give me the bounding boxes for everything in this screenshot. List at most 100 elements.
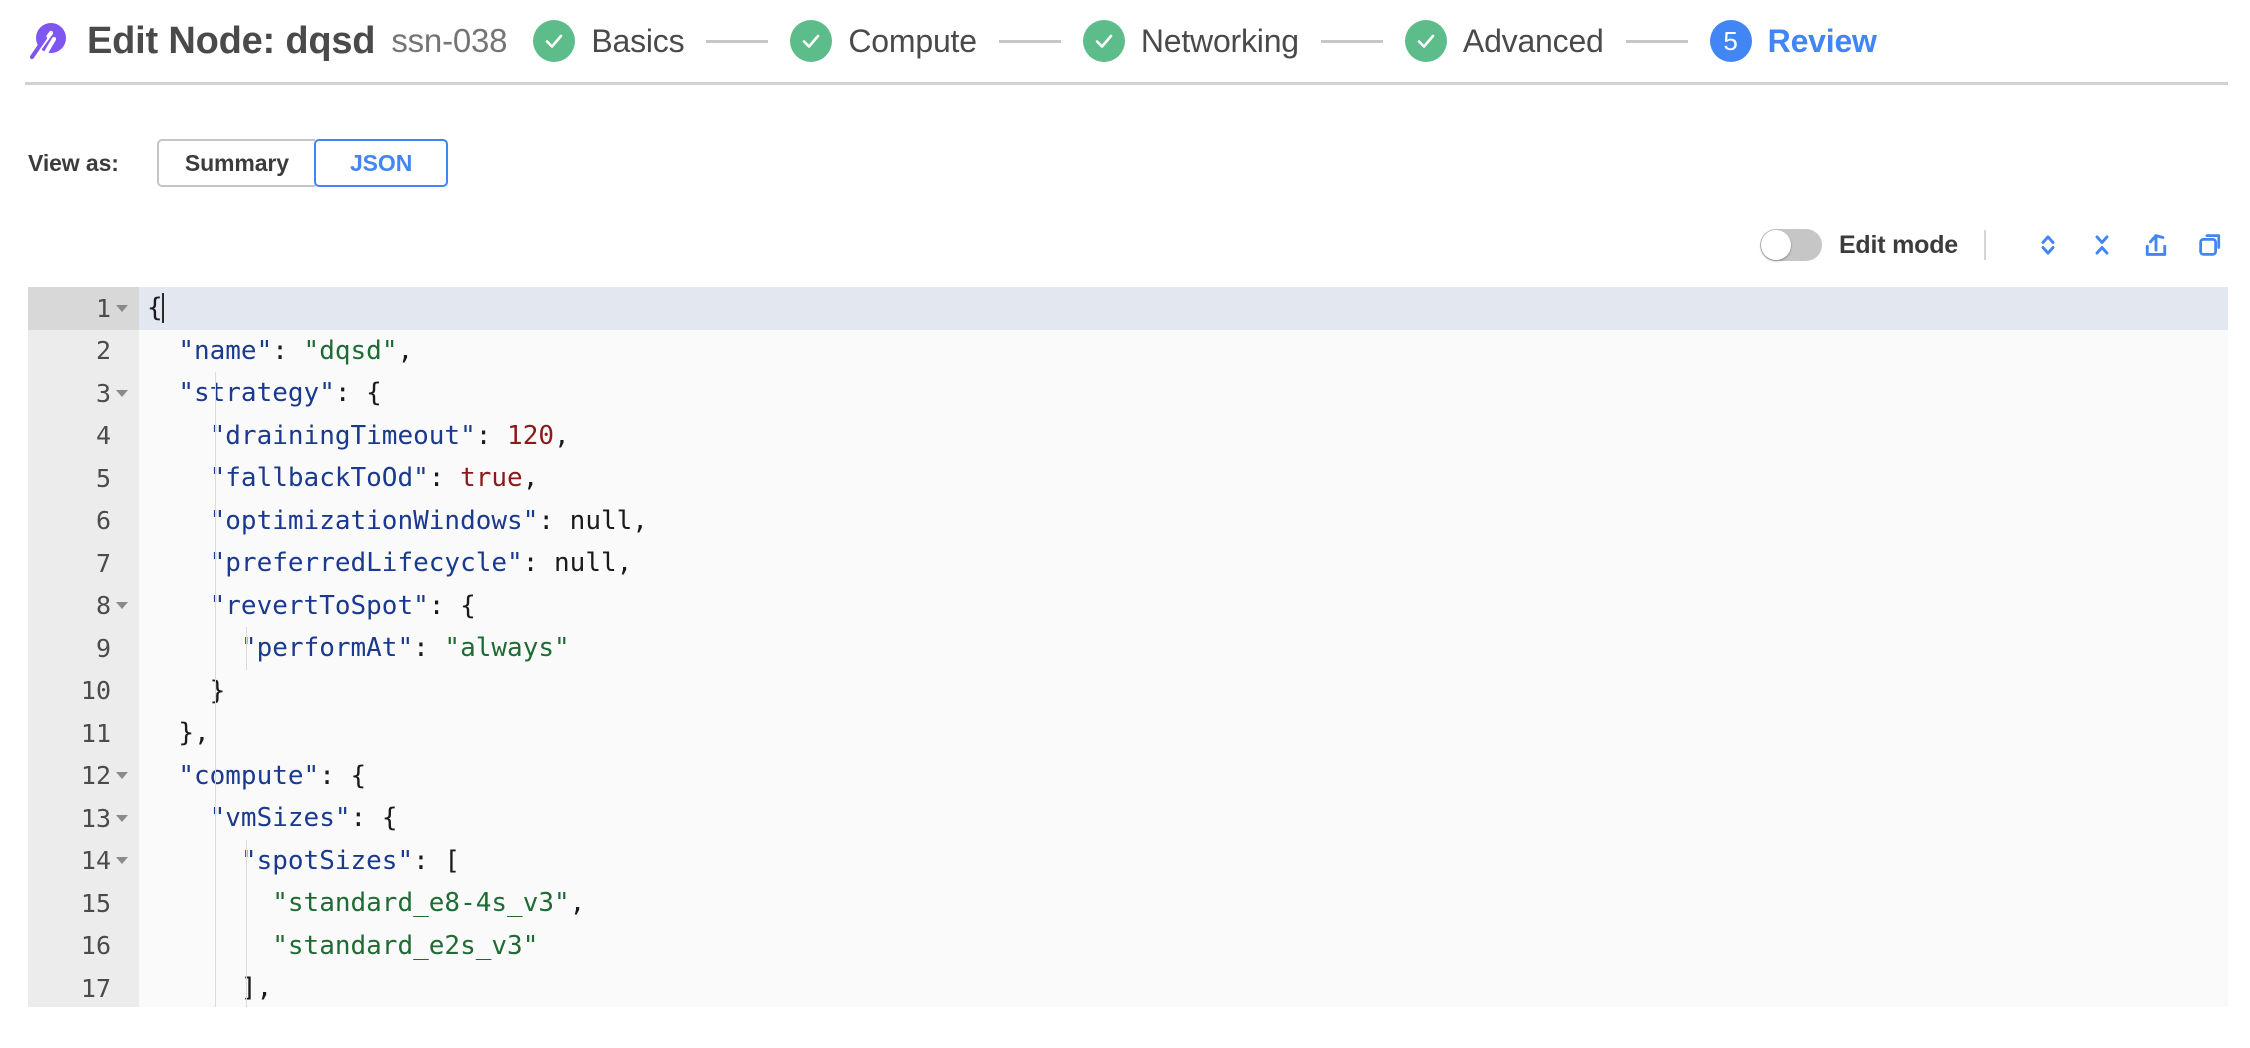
token-punc: { [147, 293, 163, 324]
check-icon [803, 34, 820, 48]
code-line-17[interactable]: ], [139, 967, 2228, 1007]
indent [147, 378, 178, 408]
line-number: 2 [95, 336, 111, 366]
code-line-14[interactable]: "spotSizes": [ [139, 840, 2228, 883]
step-connector-1 [706, 39, 769, 43]
collapse-all-icon[interactable] [2084, 227, 2120, 263]
step-basics[interactable]: Basics [533, 20, 685, 62]
step-advanced[interactable]: Advanced [1404, 20, 1604, 62]
fold-caret-icon[interactable] [111, 772, 133, 780]
spot-logo-icon [25, 19, 69, 63]
fold-caret-icon[interactable] [111, 389, 133, 397]
indent [147, 676, 210, 706]
token-punc: , [632, 505, 648, 536]
token-punc: , [616, 548, 633, 579]
fold-caret-icon[interactable] [111, 602, 133, 610]
gutter-line-13: 13 [28, 797, 139, 840]
token-null: null [569, 505, 633, 536]
fold-caret-icon[interactable] [111, 304, 133, 312]
code-line-11[interactable]: }, [139, 712, 2228, 755]
code-line-3[interactable]: "strategy": { [139, 372, 2228, 415]
indent [147, 931, 272, 961]
step-badge-review: 5 [1709, 20, 1752, 62]
edit-mode-toggle[interactable] [1759, 229, 1822, 261]
line-number: 13 [80, 803, 111, 833]
line-number: 3 [95, 378, 111, 408]
line-number: 7 [95, 548, 111, 578]
gutter-line-3: 3 [28, 372, 139, 415]
gutter-line-16: 16 [28, 925, 139, 968]
line-number: 16 [80, 931, 111, 961]
page-subtitle: ssn-038 [391, 22, 508, 59]
indent [147, 803, 210, 833]
code-line-2[interactable]: "name": "dqsd", [139, 330, 2228, 373]
fold-caret-icon[interactable] [111, 814, 133, 822]
token-punc: : { [428, 590, 476, 621]
line-number: 11 [80, 718, 111, 748]
step-connector-2 [998, 39, 1061, 43]
gutter-line-4: 4 [28, 415, 139, 458]
view-as-json-button[interactable]: JSON [313, 139, 449, 187]
code-line-8[interactable]: "revertToSpot": { [139, 585, 2228, 628]
code-line-16[interactable]: "standard_e2s_v3" [139, 925, 2228, 968]
line-number: 4 [95, 421, 111, 451]
indent-guide-3 [246, 839, 247, 1007]
step-badge-compute [790, 20, 833, 62]
token-key: "fallbackToOd" [209, 463, 429, 494]
token-punc: : [475, 420, 508, 451]
code-line-13[interactable]: "vmSizes": { [139, 797, 2228, 840]
share-icon[interactable] [2138, 227, 2174, 263]
step-label-networking: Networking [1140, 22, 1299, 59]
token-key: "preferredLifecycle" [209, 548, 523, 579]
toolbar-divider [1984, 230, 1986, 260]
token-punc: , [569, 888, 586, 919]
fold-caret-icon[interactable] [111, 857, 133, 865]
gutter-line-9: 9 [28, 627, 139, 670]
copy-icon[interactable] [2192, 227, 2228, 263]
view-as-toggle-group: Summary JSON [156, 139, 449, 187]
token-punc: : { [319, 760, 367, 791]
step-label-compute: Compute [848, 22, 977, 59]
token-key: "vmSizes" [209, 803, 351, 834]
indent [147, 846, 241, 876]
token-key: "strategy" [178, 378, 335, 409]
line-number: 6 [95, 506, 111, 536]
token-str: "dqsd" [303, 335, 398, 366]
line-number: 12 [80, 761, 111, 791]
code-line-7[interactable]: "preferredLifecycle": null, [139, 542, 2228, 585]
code-line-12[interactable]: "compute": { [139, 755, 2228, 798]
step-networking[interactable]: Networking [1082, 20, 1299, 62]
token-punc: : [522, 548, 555, 579]
step-review[interactable]: 5 Review [1709, 20, 1877, 62]
code-line-5[interactable]: "fallbackToOd": true, [139, 457, 2228, 500]
token-punc: : [538, 505, 570, 536]
gutter-line-2: 2 [28, 330, 139, 373]
step-compute[interactable]: Compute [790, 20, 977, 62]
step-badge-advanced [1404, 20, 1447, 62]
code-line-15[interactable]: "standard_e8-4s_v3", [139, 882, 2228, 925]
editor-toolbar: Edit mode [0, 223, 2250, 267]
code-line-6[interactable]: "optimizationWindows": null, [139, 500, 2228, 543]
line-number: 5 [95, 463, 111, 493]
code-line-10[interactable]: } [139, 670, 2228, 713]
token-null: null [554, 548, 617, 579]
edit-mode-label: Edit mode [1838, 230, 1958, 259]
step-connector-4 [1625, 39, 1688, 43]
gutter-line-15: 15 [28, 882, 139, 925]
wizard-stepper: Basics Compute Networking [533, 20, 1877, 62]
code-line-1[interactable]: { [139, 287, 2228, 330]
token-punc: , [522, 463, 539, 494]
expand-all-icon[interactable] [2030, 227, 2066, 263]
gutter-line-10: 10 [28, 670, 139, 713]
view-as-summary-button[interactable]: Summary [156, 139, 315, 187]
code-line-4[interactable]: "drainingTimeout": 120, [139, 415, 2228, 458]
indent-guide-2 [246, 627, 247, 670]
step-badge-basics [533, 20, 576, 62]
token-str: "always" [444, 633, 570, 664]
code-line-9[interactable]: "performAt": "always" [139, 627, 2228, 670]
editor-code-area[interactable]: { "name": "dqsd", "strategy": { "drainin… [139, 287, 2228, 1007]
token-punc: : [272, 335, 304, 366]
token-punc: }, [178, 718, 210, 749]
